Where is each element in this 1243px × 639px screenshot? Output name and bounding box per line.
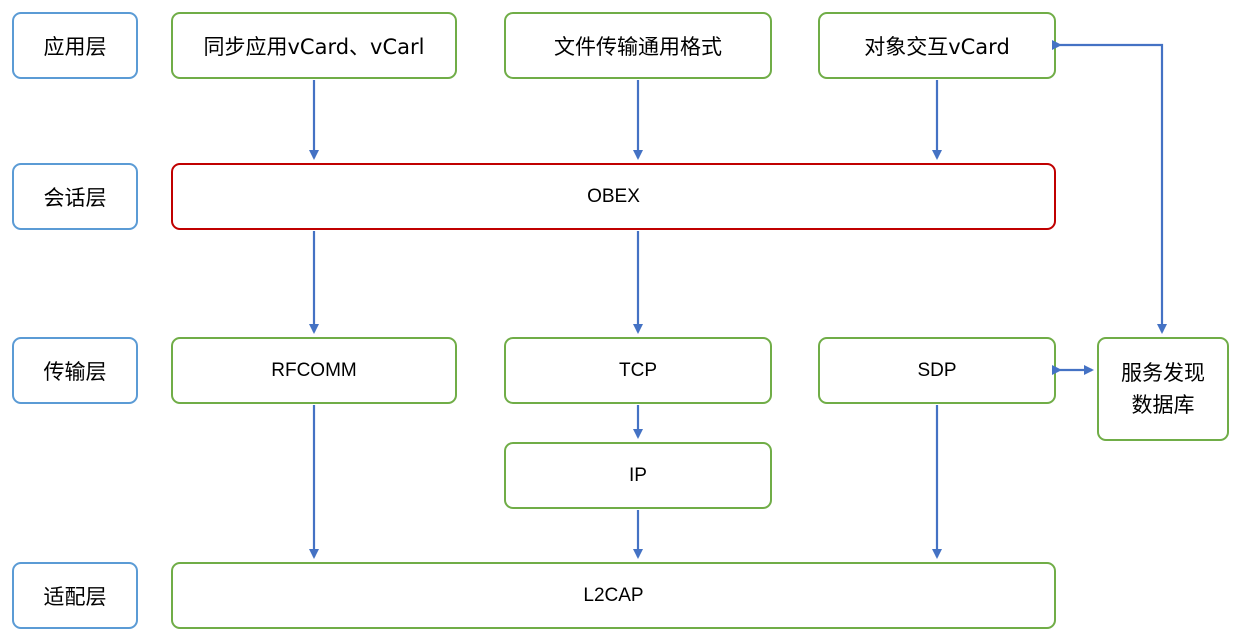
node-obex: OBEX bbox=[171, 163, 1056, 230]
node-rfcomm: RFCOMM bbox=[171, 337, 457, 404]
arrow-obj-db-bidirectional bbox=[1052, 40, 1167, 334]
node-l2cap: L2CAP bbox=[171, 562, 1056, 629]
node-object-exchange: 对象交互vCard bbox=[818, 12, 1056, 79]
node-sdp: SDP bbox=[818, 337, 1056, 404]
layer-transport: 传输层 bbox=[12, 337, 138, 404]
layer-session: 会话层 bbox=[12, 163, 138, 230]
layer-application: 应用层 bbox=[12, 12, 138, 79]
node-service-discovery-db: 服务发现 数据库 bbox=[1097, 337, 1229, 441]
node-file-transfer: 文件传输通用格式 bbox=[504, 12, 772, 79]
node-sync-app: 同步应用vCard、vCarl bbox=[171, 12, 457, 79]
node-tcp: TCP bbox=[504, 337, 772, 404]
layer-adaptation: 适配层 bbox=[12, 562, 138, 629]
node-ip: IP bbox=[504, 442, 772, 509]
